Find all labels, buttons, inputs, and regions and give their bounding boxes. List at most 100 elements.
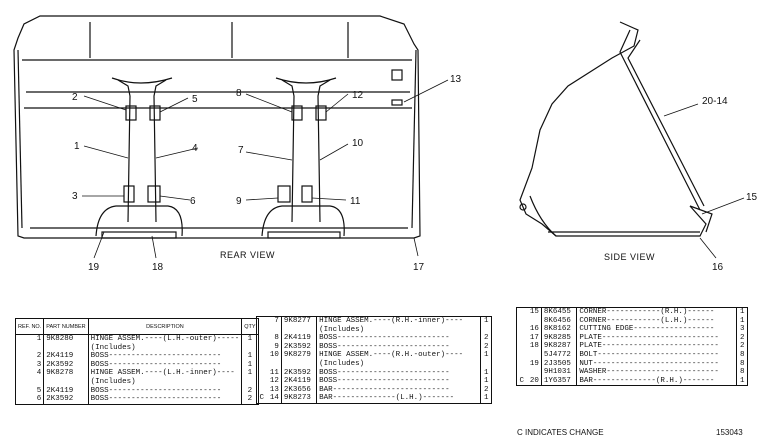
callout-10: 10 bbox=[352, 138, 364, 149]
cell-ref: 19 bbox=[526, 359, 542, 369]
cell-c bbox=[257, 343, 267, 352]
cell-part bbox=[43, 377, 89, 387]
cell-part: 2K4119 bbox=[281, 377, 318, 386]
cell-desc: BAR--------------(R.H.)------- bbox=[579, 376, 715, 385]
callout-2: 2 bbox=[72, 92, 78, 103]
cell-qty bbox=[480, 325, 492, 335]
cell-ref bbox=[526, 368, 542, 377]
cell-desc: BAR-------------------------- bbox=[319, 385, 450, 394]
cell-qty: 2 bbox=[241, 395, 259, 405]
cell-desc: (Includes) bbox=[319, 359, 365, 368]
cell-ref: 4 bbox=[15, 369, 45, 378]
cell-ref: 16 bbox=[526, 325, 542, 334]
cell-qty: 1 bbox=[480, 377, 492, 386]
rear-view-label: REAR VIEW bbox=[220, 250, 276, 260]
cell-ref: 9 bbox=[266, 342, 282, 352]
cell-desc: CORNER------------(L.H.)------ bbox=[579, 316, 715, 325]
cell-c bbox=[517, 360, 527, 369]
callout-6: 6 bbox=[190, 196, 196, 207]
cell-qty: 1 bbox=[736, 376, 748, 386]
cell-part bbox=[281, 359, 318, 369]
callout-20-14: 20-14 bbox=[702, 96, 728, 107]
drawing-number: 153043 bbox=[716, 428, 743, 437]
callout-8: 8 bbox=[236, 88, 242, 99]
cell-desc: BOSS------------------------- bbox=[319, 368, 450, 377]
cell-ref: 1 bbox=[15, 334, 45, 344]
cell-part: 2K3656 bbox=[281, 385, 318, 395]
cell-c bbox=[257, 377, 267, 386]
cell-qty: 1 bbox=[480, 351, 492, 360]
cell-c bbox=[257, 326, 267, 335]
cell-qty: 2 bbox=[736, 333, 748, 343]
callout-1: 1 bbox=[74, 141, 80, 152]
cell-ref: 11 bbox=[266, 368, 282, 378]
cell-desc: WASHER------------------------- bbox=[579, 368, 719, 377]
cell-qty: 1 bbox=[736, 307, 748, 317]
cell-ref: 3 bbox=[15, 360, 45, 370]
callout-9: 9 bbox=[236, 196, 242, 207]
cell-desc: (Includes) bbox=[90, 343, 136, 352]
cell-desc: PLATE-------------------------- bbox=[579, 342, 719, 351]
cell-c bbox=[517, 342, 527, 351]
cell-ref bbox=[266, 325, 282, 335]
cell-qty: 1 bbox=[736, 316, 748, 326]
cell-desc: HINGE ASSEM.----(R.H.-outer)---- bbox=[319, 351, 464, 360]
cell-desc: (Includes) bbox=[319, 325, 365, 334]
cell-desc: HINGE ASSEM.----(L.H.-outer)----- bbox=[90, 335, 240, 343]
cell-c bbox=[257, 317, 267, 326]
callout-11: 11 bbox=[350, 196, 361, 207]
cell-desc: BOLT--------------------------- bbox=[579, 350, 719, 359]
cell-part: 8K6456 bbox=[541, 316, 578, 326]
side-view-label: SIDE VIEW bbox=[604, 252, 656, 262]
cell-desc: NUT---------------------------- bbox=[579, 359, 719, 368]
cell-part: 2K4119 bbox=[43, 386, 89, 396]
cell-desc: BOSS------------------------- bbox=[90, 352, 222, 361]
cell-part: 9K8279 bbox=[281, 351, 318, 360]
cell-c: C bbox=[519, 376, 524, 385]
cell-ref: 20 bbox=[526, 376, 542, 386]
cell-desc: HINGE ASSEM.----(R.H.-inner)---- bbox=[319, 317, 464, 325]
cell-qty: 2 bbox=[480, 385, 492, 395]
cell-part: 8K6455 bbox=[541, 307, 578, 317]
cell-c bbox=[517, 368, 527, 377]
cell-part: 2K3592 bbox=[281, 342, 318, 352]
cell-qty: 3 bbox=[736, 325, 748, 334]
callout-16: 16 bbox=[712, 262, 724, 273]
cell-desc: BOSS------------------------- bbox=[90, 360, 222, 369]
cell-part: 2K3592 bbox=[43, 360, 89, 370]
cell-ref: 13 bbox=[266, 385, 282, 395]
cell-c bbox=[257, 351, 267, 360]
table-row: (Includes) bbox=[257, 359, 492, 369]
cell-ref: 15 bbox=[526, 307, 542, 317]
cell-desc: (Includes) bbox=[90, 377, 136, 386]
callout-17: 17 bbox=[413, 262, 425, 273]
callout-7: 7 bbox=[238, 145, 244, 156]
cell-ref bbox=[15, 343, 45, 353]
header-description: DESCRIPTION bbox=[87, 318, 243, 335]
cell-qty bbox=[241, 343, 259, 353]
cell-desc: PLATE-------------------------- bbox=[579, 333, 719, 342]
cell-ref: 12 bbox=[266, 377, 282, 386]
cell-qty: 2 bbox=[736, 342, 748, 351]
cell-qty bbox=[480, 359, 492, 369]
cell-part: 2K3592 bbox=[43, 395, 89, 405]
callout-15: 15 bbox=[746, 192, 758, 203]
cell-c bbox=[517, 351, 527, 360]
cell-part bbox=[281, 325, 318, 335]
bucket-drawing: 2 5 1 4 3 6 8 12 7 10 9 11 13 20-14 15 1… bbox=[13, 15, 758, 273]
cell-qty: 8 bbox=[736, 359, 748, 369]
